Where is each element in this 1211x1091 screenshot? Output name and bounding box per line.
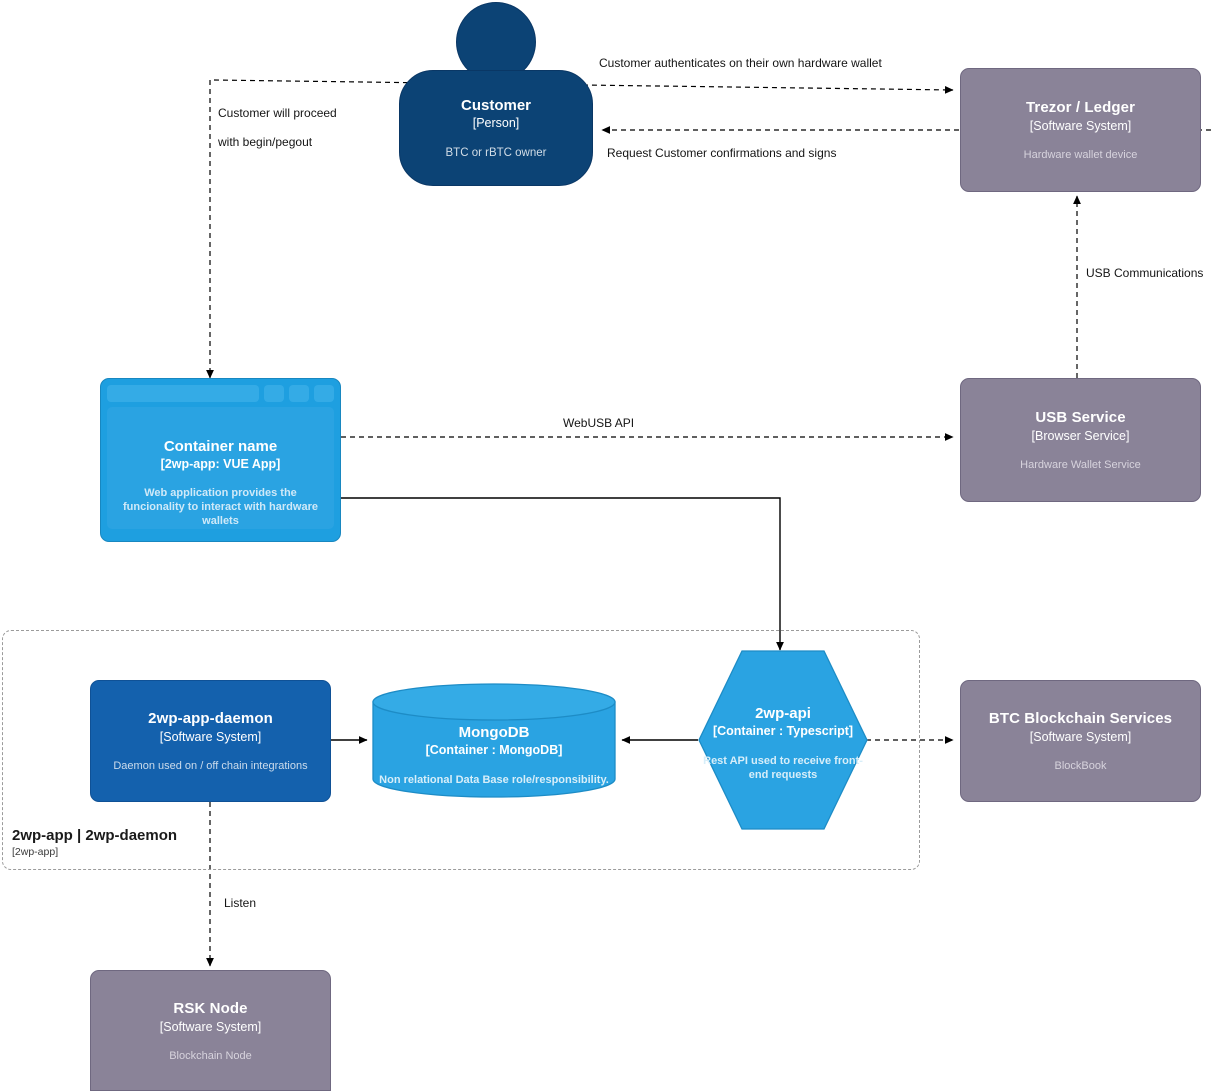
trezor-desc: Hardware wallet device: [1023, 149, 1138, 161]
edge-label-trezor-to-customer: Request Customer confirmations and signs: [607, 146, 837, 160]
usb-service-desc: Hardware Wallet Service: [1020, 459, 1141, 471]
boundary-title: 2wp-app | 2wp-daemon: [12, 827, 178, 844]
customer-title: Customer: [460, 96, 531, 114]
mongodb-tech: [Container : MongoDB]: [425, 743, 563, 757]
mongodb-title: MongoDB: [458, 724, 530, 741]
api-text: 2wp-api [Container : Typescript] Rest AP…: [698, 704, 868, 782]
api-hexagon-shape: [698, 650, 868, 830]
edge-label-daemon-to-rsk: Listen: [224, 896, 257, 910]
boundary-tech: [2wp-app]: [12, 846, 59, 858]
edge-container-to-api: [341, 497, 784, 651]
node-trezor-ledger[interactable]: Trezor / Ledger [Software System] Hardwa…: [960, 68, 1201, 192]
edge-label-customer-to-container-line2: with begin/pegout: [218, 135, 313, 149]
node-mongodb[interactable]: MongoDB [Container : MongoDB] Non relati…: [372, 683, 616, 798]
btc-services-desc: BlockBook: [1054, 760, 1107, 772]
browser-button-minimize-icon[interactable]: [264, 385, 284, 402]
customer-tech: [Person]: [472, 115, 520, 130]
rsk-node-tech: [Software System]: [159, 1019, 262, 1034]
node-btc-blockchain-services[interactable]: BTC Blockchain Services [Software System…: [960, 680, 1201, 802]
trezor-title: Trezor / Ledger: [1025, 99, 1136, 116]
node-customer[interactable]: Customer [Person] BTC or rBTC owner: [399, 2, 593, 186]
rsk-node-title: RSK Node: [173, 999, 248, 1017]
browser-button-maximize-icon[interactable]: [289, 385, 309, 402]
node-2wp-app-daemon[interactable]: 2wp-app-daemon [Software System] Daemon …: [90, 680, 331, 802]
customer-desc: BTC or rBTC owner: [445, 146, 547, 159]
browser-viewport: Container name [2wp-app: VUE App] Web ap…: [107, 407, 334, 529]
rsk-node-desc: Blockchain Node: [169, 1049, 252, 1062]
btc-services-title: BTC Blockchain Services: [988, 710, 1173, 727]
boundary-label: 2wp-app | 2wp-daemon [2wp-app]: [12, 826, 342, 859]
edge-label-usb-to-trezor: USB Communications: [1086, 266, 1204, 280]
edge-label-container-to-usb: WebUSB API: [563, 416, 635, 430]
daemon-title: 2wp-app-daemon: [148, 710, 273, 727]
edge-label-customer-to-container-line1: Customer will proceed: [218, 106, 337, 120]
api-desc: Rest API used to receive front-end reque…: [703, 755, 863, 781]
node-2wp-api[interactable]: 2wp-api [Container : Typescript] Rest AP…: [698, 650, 868, 830]
browser-chrome-bar: [107, 385, 334, 402]
customer-body: Customer [Person] BTC or rBTC owner: [399, 70, 593, 186]
btc-services-tech: [Software System]: [1029, 730, 1132, 744]
node-usb-service[interactable]: USB Service [Browser Service] Hardware W…: [960, 378, 1201, 502]
node-rsk-node[interactable]: RSK Node [Software System] Blockchain No…: [90, 970, 331, 1091]
daemon-desc: Daemon used on / off chain integrations: [113, 760, 308, 772]
mongodb-text: MongoDB [Container : MongoDB] Non relati…: [372, 723, 616, 787]
edge-label-customer-to-trezor: Customer authenticates on their own hard…: [599, 56, 882, 70]
api-tech: [Container : Typescript]: [712, 724, 854, 738]
api-title: 2wp-api: [755, 705, 811, 722]
browser-button-close-icon[interactable]: [314, 385, 334, 402]
container-name-tech: [2wp-app: VUE App]: [160, 457, 281, 471]
container-name-desc: Web application provides the funcionalit…: [123, 487, 318, 527]
node-container-name[interactable]: Container name [2wp-app: VUE App] Web ap…: [100, 378, 341, 542]
mongodb-cylinder-shape: [372, 683, 616, 798]
container-name-title: Container name: [163, 438, 278, 455]
daemon-tech: [Software System]: [159, 730, 262, 744]
usb-service-title: USB Service: [1035, 409, 1126, 426]
trezor-tech: [Software System]: [1029, 119, 1132, 133]
browser-url-bar[interactable]: [107, 385, 259, 402]
usb-service-tech: [Browser Service]: [1031, 429, 1130, 443]
mongodb-desc: Non relational Data Base role/responsibi…: [379, 774, 609, 786]
boundary-2wp-app: [2, 630, 920, 870]
